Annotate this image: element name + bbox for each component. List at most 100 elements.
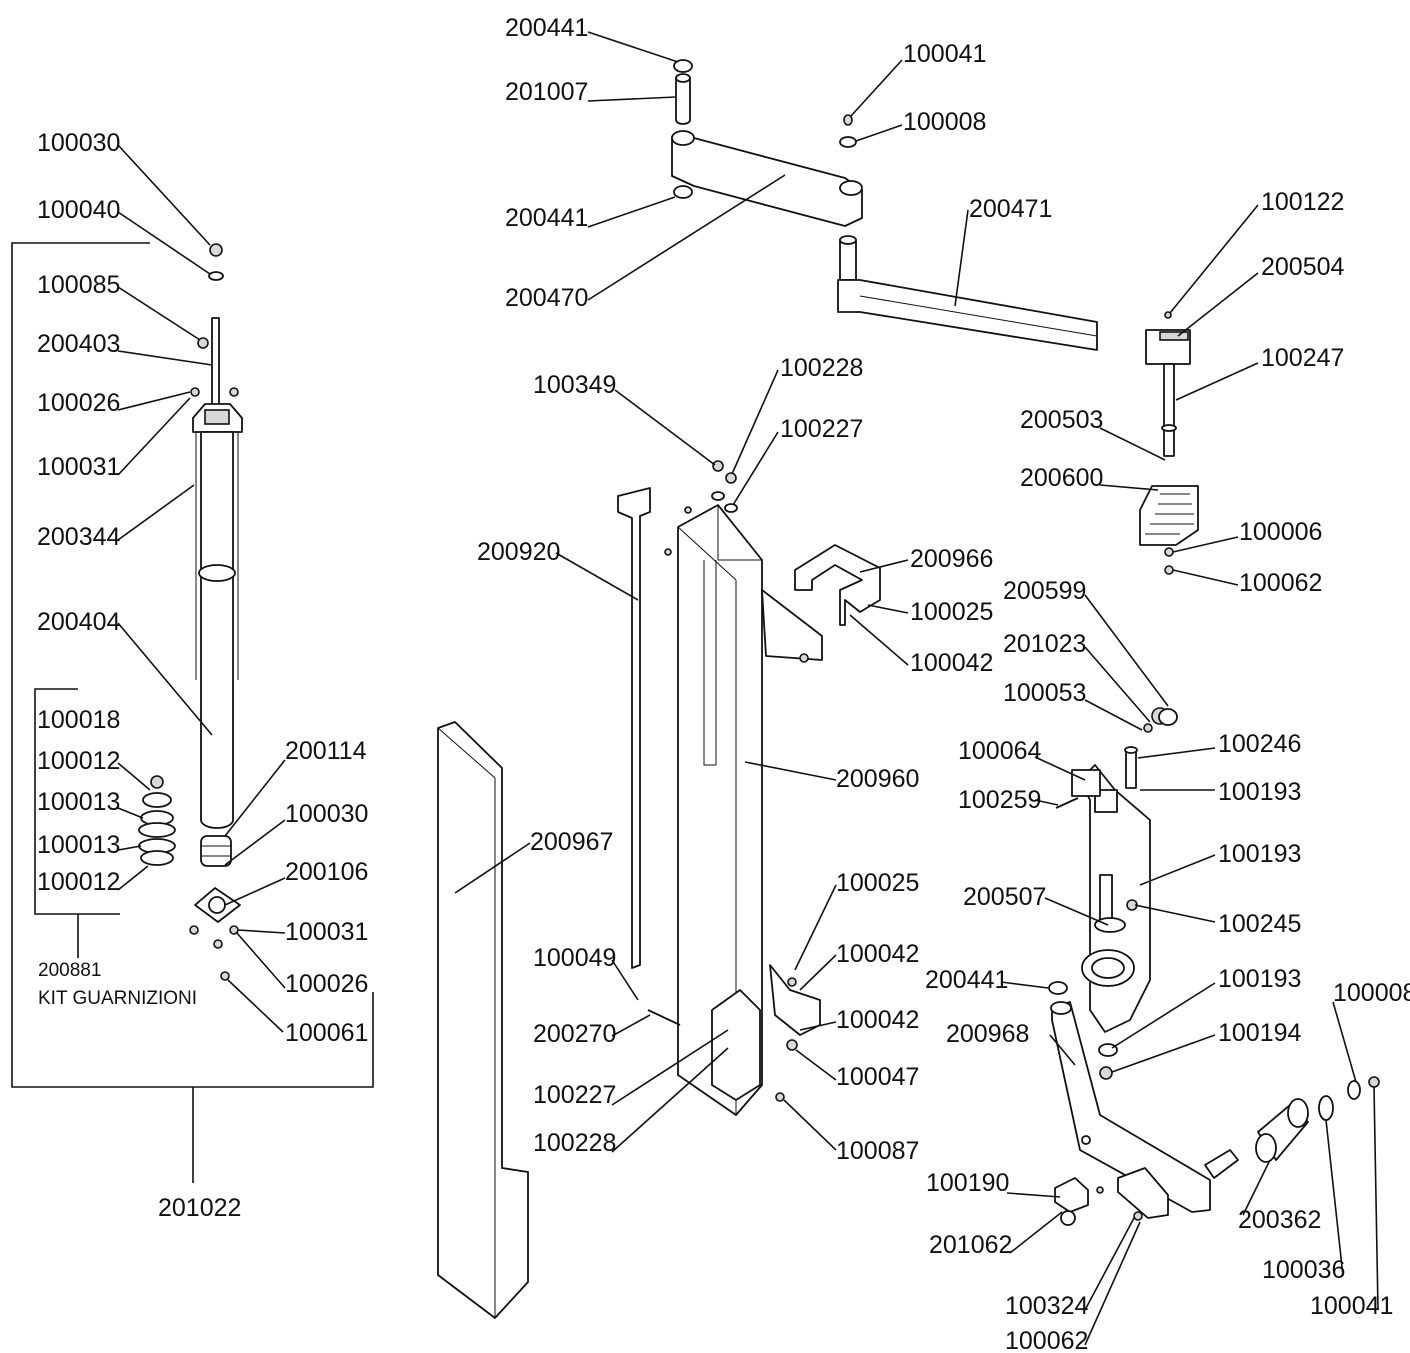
label-100228-a: 100228 — [780, 354, 863, 382]
label-100042-a: 100042 — [910, 649, 993, 677]
screw-100041-r — [1368, 1076, 1380, 1088]
cover-200967 — [437, 721, 529, 1319]
label-100193-b: 100193 — [1218, 840, 1301, 868]
label-200106: 200106 — [285, 858, 368, 886]
label-100247: 100247 — [1261, 344, 1344, 372]
label-200599: 200599 — [1003, 577, 1086, 605]
washer-200441-mid — [673, 185, 693, 199]
rod-200403 — [211, 317, 220, 409]
column-assembly — [555, 369, 909, 1153]
label-200441-r: 200441 — [925, 966, 1008, 994]
carriage-assembly — [1000, 594, 1380, 1346]
label-100031-a: 100031 — [37, 453, 120, 481]
label-100194: 100194 — [1218, 1019, 1302, 1047]
washer-100040 — [208, 271, 224, 281]
label-100008-r: 100008 — [1333, 979, 1410, 1007]
screw-200503 — [1163, 363, 1175, 457]
label-kit-code: 200881 — [38, 960, 101, 981]
label-100064: 100064 — [958, 737, 1042, 765]
label-100227-a: 100227 — [780, 415, 863, 443]
label-100040: 100040 — [37, 196, 120, 224]
label-100259: 100259 — [958, 786, 1041, 814]
label-100013-a: 100013 — [37, 788, 120, 816]
label-200920: 200920 — [477, 538, 560, 566]
pad-200600 — [1139, 485, 1199, 546]
arm-200470 — [671, 137, 863, 227]
label-100036: 100036 — [1262, 1256, 1345, 1284]
label-100324: 100324 — [1005, 1292, 1089, 1320]
label-100246: 100246 — [1218, 730, 1301, 758]
washer-200441-r — [1048, 981, 1068, 995]
label-100349: 100349 — [533, 371, 616, 399]
screw-100041-top — [843, 114, 853, 126]
ring-100036 — [1318, 1095, 1334, 1121]
label-100122: 100122 — [1261, 188, 1344, 216]
label-100026-a: 100026 — [37, 389, 120, 417]
label-100245: 100245 — [1218, 910, 1301, 938]
label-201023: 201023 — [1003, 630, 1086, 658]
label-100030-b: 100030 — [285, 800, 368, 828]
label-200504: 200504 — [1261, 253, 1345, 281]
label-200960: 200960 — [836, 765, 919, 793]
label-100193-a: 100193 — [1218, 778, 1301, 806]
label-100062-b: 100062 — [1005, 1327, 1088, 1353]
arm-assembly — [587, 31, 1098, 351]
washer-200441-top — [673, 59, 693, 73]
label-200270: 200270 — [533, 1020, 616, 1048]
cylinder-assembly — [11, 144, 374, 1183]
label-100008-top: 100008 — [903, 108, 986, 136]
label-200362: 200362 — [1238, 1206, 1321, 1234]
label-201062: 201062 — [929, 1231, 1012, 1259]
arm-200471 — [837, 279, 1098, 351]
pad-assembly — [1099, 204, 1259, 586]
bracket-200966 — [794, 544, 881, 626]
label-200441-mid: 200441 — [505, 204, 588, 232]
group-bracket-201022 — [11, 242, 374, 1088]
label-200503: 200503 — [1020, 406, 1103, 434]
label-200967: 200967 — [530, 828, 613, 856]
foot-arm-200968 — [1051, 1001, 1211, 1213]
label-kit-name: KIT GUARNIZIONI — [38, 988, 197, 1009]
label-100013-b: 100013 — [37, 831, 120, 859]
label-200600: 200600 — [1020, 464, 1103, 492]
label-100012-b: 100012 — [37, 868, 120, 896]
label-100085: 100085 — [37, 271, 120, 299]
washer-100008-r — [1347, 1080, 1361, 1100]
label-100025-a: 100025 — [910, 598, 993, 626]
label-100047: 100047 — [836, 1063, 919, 1091]
label-100049: 100049 — [533, 944, 616, 972]
label-200404: 200404 — [37, 608, 121, 636]
cylinder-barrel-200404 — [200, 431, 234, 829]
label-100025-b: 100025 — [836, 869, 919, 897]
label-200344: 200344 — [37, 523, 121, 551]
lock-201062 — [1054, 1177, 1089, 1213]
label-100026-b: 100026 — [285, 970, 368, 998]
label-200441-top: 200441 — [505, 14, 588, 42]
label-100061: 100061 — [285, 1019, 368, 1047]
label-100190: 100190 — [926, 1169, 1009, 1197]
label-100018: 100018 — [37, 706, 120, 734]
piston-200114 — [200, 835, 232, 867]
label-200966: 200966 — [910, 545, 993, 573]
label-100042-b: 100042 — [836, 940, 919, 968]
washer-100008-top — [839, 136, 857, 148]
label-100062-r: 100062 — [1239, 569, 1322, 597]
label-100012-a: 100012 — [37, 747, 120, 775]
label-200968: 200968 — [946, 1020, 1029, 1048]
label-201022: 201022 — [158, 1194, 241, 1222]
label-200470: 200470 — [505, 284, 588, 312]
label-100087: 100087 — [836, 1137, 919, 1165]
nut-100030 — [209, 243, 223, 257]
label-200471: 200471 — [969, 195, 1052, 223]
label-201007: 201007 — [505, 78, 588, 106]
label-100228-b: 100228 — [533, 1129, 616, 1157]
label-200507: 200507 — [963, 883, 1046, 911]
label-200114: 200114 — [285, 737, 367, 765]
label-100042-c: 100042 — [836, 1006, 919, 1034]
label-100006: 100006 — [1239, 518, 1322, 546]
pin-201007 — [675, 77, 691, 125]
label-100041-top: 100041 — [903, 40, 986, 68]
seal-100018 — [150, 775, 164, 789]
label-100030-a: 100030 — [37, 129, 120, 157]
